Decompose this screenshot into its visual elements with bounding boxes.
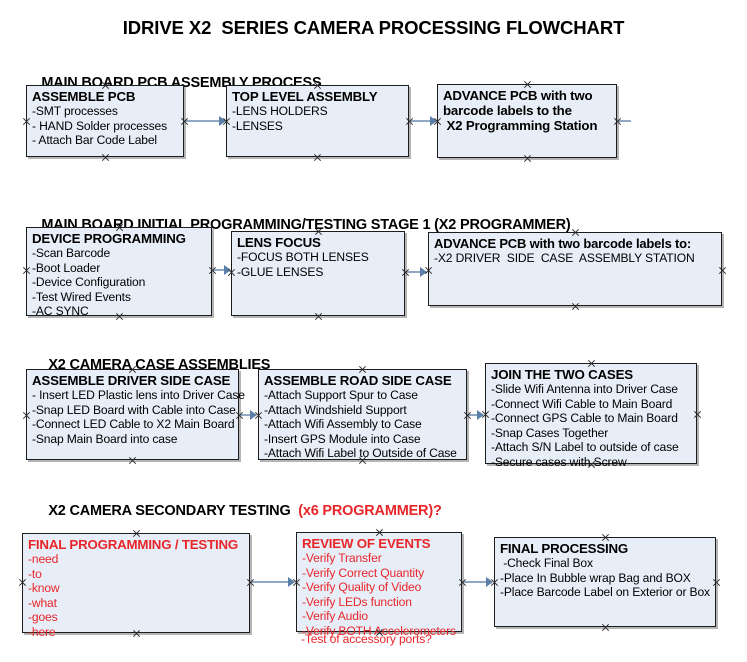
node-line: -Verify Audio <box>302 609 368 624</box>
node-line: -Check Final Box <box>500 556 593 570</box>
connector-arrowhead <box>224 265 231 275</box>
node-line: -Verify Correct Quantity <box>302 565 425 580</box>
node-line: -Place Barcode Label on Exterior or Box <box>500 585 710 600</box>
connector-arrowhead <box>486 577 493 587</box>
node-line: -Snap Main Board into case <box>32 431 178 446</box>
node-line: X2 Programming Station <box>443 118 598 133</box>
node-line: -Connect GPS Cable to Main Board <box>491 411 678 426</box>
page-title: IDRIVE X2 SERIES CAMERA PROCESSING FLOWC… <box>122 17 625 38</box>
section-heading-accent: (x6 PROGRAMMER)? <box>298 503 442 519</box>
node-line: -Scan Barcode <box>32 246 111 260</box>
node-line-overflow: -Test of accessory ports? <box>301 632 432 646</box>
node-line: -Verify BOTH Accelerometers <box>302 623 456 638</box>
node-line: -FOCUS BOTH LENSES <box>237 250 369 264</box>
node-line: -Connect LED Cable to X2 Main Board <box>32 417 235 432</box>
node-line: - Insert LED Plastic lens into Driver Ca… <box>32 388 245 402</box>
section-heading-text: X2 CAMERA SECONDARY TESTING <box>48 503 299 519</box>
node-title: ASSEMBLE ROAD SIDE CASE <box>264 373 452 388</box>
node-title: ADVANCE PCB with two <box>443 88 593 103</box>
node-line: -Test Wired Events <box>32 289 131 304</box>
connector-assemble-pcb-to-top-level-assembly <box>184 120 220 122</box>
node-line: -Secure cases with Screw <box>491 454 627 469</box>
connector-review-of-events-to-final-processing <box>462 581 488 583</box>
node-lens-focus[interactable]: LENS FOCUS -FOCUS BOTH LENSES -GLUE LENS… <box>231 231 405 316</box>
node-device-programming[interactable]: DEVICE PROGRAMMING -Scan Barcode -Boot L… <box>26 227 212 319</box>
connector-top-level-assembly-to-advance-pcb <box>409 120 431 122</box>
node-title: FINAL PROGRAMMING / TESTING <box>28 537 239 552</box>
node-title: JOIN THE TWO CASES <box>491 367 633 382</box>
node-line: -LENS HOLDERS <box>232 104 328 118</box>
node-line: -Place In Bubble wrap Bag and BOX <box>500 570 691 585</box>
connector-arrowhead <box>420 267 427 277</box>
node-line: -Attach Wifi Assembly to Case <box>264 417 422 432</box>
node-line: -SMT processes <box>32 104 118 118</box>
connector-arrowhead <box>477 410 484 420</box>
connector-driver-side-to-road-side <box>239 414 253 416</box>
node-assemble-pcb[interactable]: ASSEMBLE PCB -SMT processes - HAND Solde… <box>26 85 184 157</box>
connector-road-side-to-join-cases <box>467 414 480 416</box>
connector-final-programming-to-review-of-events <box>250 581 290 583</box>
node-line: -Attach S/N Label to outside of case <box>491 440 679 455</box>
section-heading-x2-camera-secondary-testing: X2 CAMERA SECONDARY TESTING (x6 PROGRAMM… <box>33 487 442 535</box>
connector-arrowhead <box>288 577 295 587</box>
node-line: -LENSES <box>232 118 283 133</box>
node-line: barcode labels to the <box>443 103 572 118</box>
node-final-processing[interactable]: FINAL PROCESSING -Check Final Box -Place… <box>494 537 716 627</box>
node-join-the-two-cases[interactable]: JOIN THE TWO CASES -Slide Wifi Antenna i… <box>485 363 697 469</box>
node-title: DEVICE PROGRAMMING <box>32 231 186 246</box>
connector-arrowhead <box>219 116 226 126</box>
node-line: - Attach Bar Code Label <box>32 133 157 148</box>
node-line: -Attach Windshield Support <box>264 402 407 417</box>
node-advance-pcb-to-driver-side-case-assembly[interactable]: ADVANCE PCB with two barcode labels to: … <box>428 232 722 306</box>
node-line: -know <box>28 581 60 596</box>
node-line: -Insert GPS Module into Case <box>264 431 421 446</box>
node-line: -to <box>28 566 42 581</box>
node-line: -Boot Loader <box>32 260 101 275</box>
node-top-level-assembly[interactable]: TOP LEVEL ASSEMBLY -LENS HOLDERS -LENSES <box>226 85 409 157</box>
node-title: ADVANCE PCB with two barcode labels to: <box>434 236 692 251</box>
node-line: -Attach Wifi Label to Outside of Case <box>264 446 457 461</box>
node-line: -Snap Cases Together <box>491 425 609 440</box>
node-title: REVIEW OF EVENTS <box>302 536 431 551</box>
node-title: ASSEMBLE PCB <box>32 89 136 104</box>
node-line: -Attach Support Spur to Case <box>264 388 418 402</box>
node-line: - HAND Solder processes <box>32 118 168 133</box>
connector-arrowhead <box>430 116 437 126</box>
node-line: -what <box>28 595 57 610</box>
node-line: -Verify LEDs function <box>302 594 412 609</box>
node-line: -Snap LED Board with Cable into Case <box>32 402 236 417</box>
node-assemble-driver-side-case[interactable]: ASSEMBLE DRIVER SIDE CASE - Insert LED P… <box>26 369 245 460</box>
connector-device-programming-to-lens-focus <box>212 269 226 271</box>
node-line: -X2 DRIVER SIDE CASE ASSEMBLY STATION <box>434 251 695 265</box>
node-review-of-events[interactable]: REVIEW OF EVENTS -Verify Transfer -Verif… <box>296 532 462 638</box>
node-line: -GLUE LENSES <box>237 264 324 279</box>
node-final-programming-testing[interactable]: FINAL PROGRAMMING / TESTING -need -to -k… <box>22 533 250 639</box>
node-title: ASSEMBLE DRIVER SIDE CASE <box>32 373 231 388</box>
node-line: -Verify Transfer <box>302 551 382 565</box>
node-title: LENS FOCUS <box>237 235 321 250</box>
connector-arrowhead <box>250 410 257 420</box>
connector-lens-focus-to-advance-pcb <box>405 271 422 273</box>
node-line: -Verify Quality of Video <box>302 580 422 595</box>
connector-stub-advance-pcb <box>617 120 631 122</box>
node-title: TOP LEVEL ASSEMBLY <box>232 89 378 104</box>
node-line: -Connect Wifi Cable to Main Board <box>491 396 673 411</box>
node-line: -here <box>28 624 56 639</box>
node-line: -need <box>28 552 59 566</box>
node-title: FINAL PROCESSING <box>500 541 629 556</box>
node-assemble-road-side-case[interactable]: ASSEMBLE ROAD SIDE CASE -Attach Support … <box>258 369 467 460</box>
node-line: -Device Configuration <box>32 275 146 290</box>
node-line: -AC SYNC <box>32 304 89 319</box>
node-line: -Slide Wifi Antenna into Driver Case <box>491 382 678 396</box>
node-line: -goes <box>28 610 58 625</box>
node-advance-pcb-to-x2-programming-station[interactable]: ADVANCE PCB with two barcode labels to t… <box>437 84 617 158</box>
